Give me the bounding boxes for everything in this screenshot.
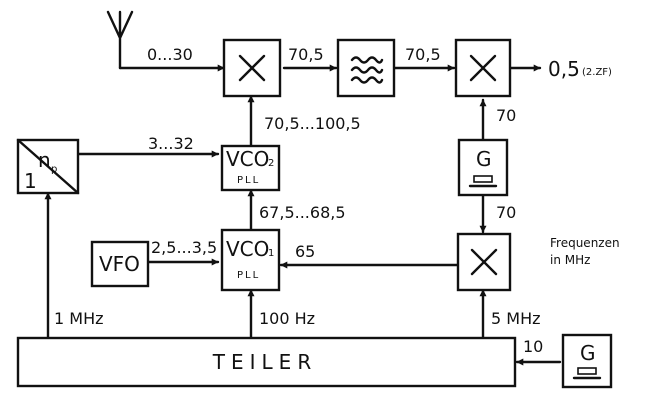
vco2-label: VCO: [226, 147, 269, 171]
vco2-pll-label: PLL: [237, 175, 260, 186]
crystal-icon: [572, 367, 602, 380]
vco1-subscript: 1: [268, 248, 274, 259]
divider-top-label: n: [38, 148, 51, 172]
units-note-line-1: Frequenzen: [550, 236, 620, 250]
vco2-out-label: 70,5...100,5: [264, 114, 361, 133]
antenna-icon: [106, 10, 134, 70]
frequency-labels: 0...30 70,5 70,5 0,5 (2.ZF) 70,5...100,5…: [54, 45, 612, 356]
units-note: Frequenzen in MHz: [550, 236, 620, 267]
oscillator-top: G: [457, 138, 509, 197]
mixer1-out-label: 70,5: [288, 45, 324, 64]
mixer3-out-label: 65: [295, 242, 315, 261]
ref-1mhz-label: 1 MHz: [54, 309, 104, 328]
vfo-label: VFO: [99, 252, 140, 276]
osc-bottom-out-label: 10: [523, 337, 543, 356]
vco1-out-label: 67,5...68,5: [259, 203, 346, 222]
vfo-out-label: 2,5...3,5: [151, 238, 217, 257]
output-freq-label: 0,5: [548, 57, 580, 81]
osc-top-out-label: 70: [496, 106, 516, 125]
antenna-freq-label: 0...30: [147, 45, 193, 64]
vco1-label: VCO: [226, 237, 269, 261]
output-note-label: (2.ZF): [582, 67, 612, 78]
ref-5mhz-label: 5 MHz: [491, 309, 541, 328]
vco1-pll-label: PLL: [237, 270, 260, 281]
divider-sub-label: p: [51, 164, 57, 175]
crystal-icon: [468, 175, 498, 188]
teiler-block: TEILER: [16, 336, 517, 388]
osc-to-mixer3-label: 70: [496, 203, 516, 222]
teiler-label: TEILER: [212, 350, 317, 374]
divider-bottom-label: 1: [24, 169, 37, 193]
filter-out-label: 70,5: [405, 45, 441, 64]
mixer-2: [454, 38, 512, 98]
mixer-1: [222, 38, 282, 98]
units-note-line-2: in MHz: [550, 253, 590, 267]
oscillator-bottom-label: G: [580, 341, 596, 365]
vco1-block: VCO 1 PLL: [220, 228, 281, 292]
divider-out-label: 3...32: [148, 134, 194, 153]
vfo-block: VFO: [90, 240, 150, 288]
oscillator-top-label: G: [476, 147, 492, 171]
oscillator-bottom: G: [561, 333, 613, 389]
vco2-block: VCO 2 PLL: [220, 144, 281, 192]
bandpass-filter: [336, 38, 396, 98]
vco2-subscript: 2: [268, 158, 274, 169]
programmable-divider: n p 1: [16, 138, 80, 195]
mixer-3: [456, 232, 512, 292]
signal-lines: [44, 64, 562, 366]
ref-100hz-label: 100 Hz: [259, 309, 315, 328]
